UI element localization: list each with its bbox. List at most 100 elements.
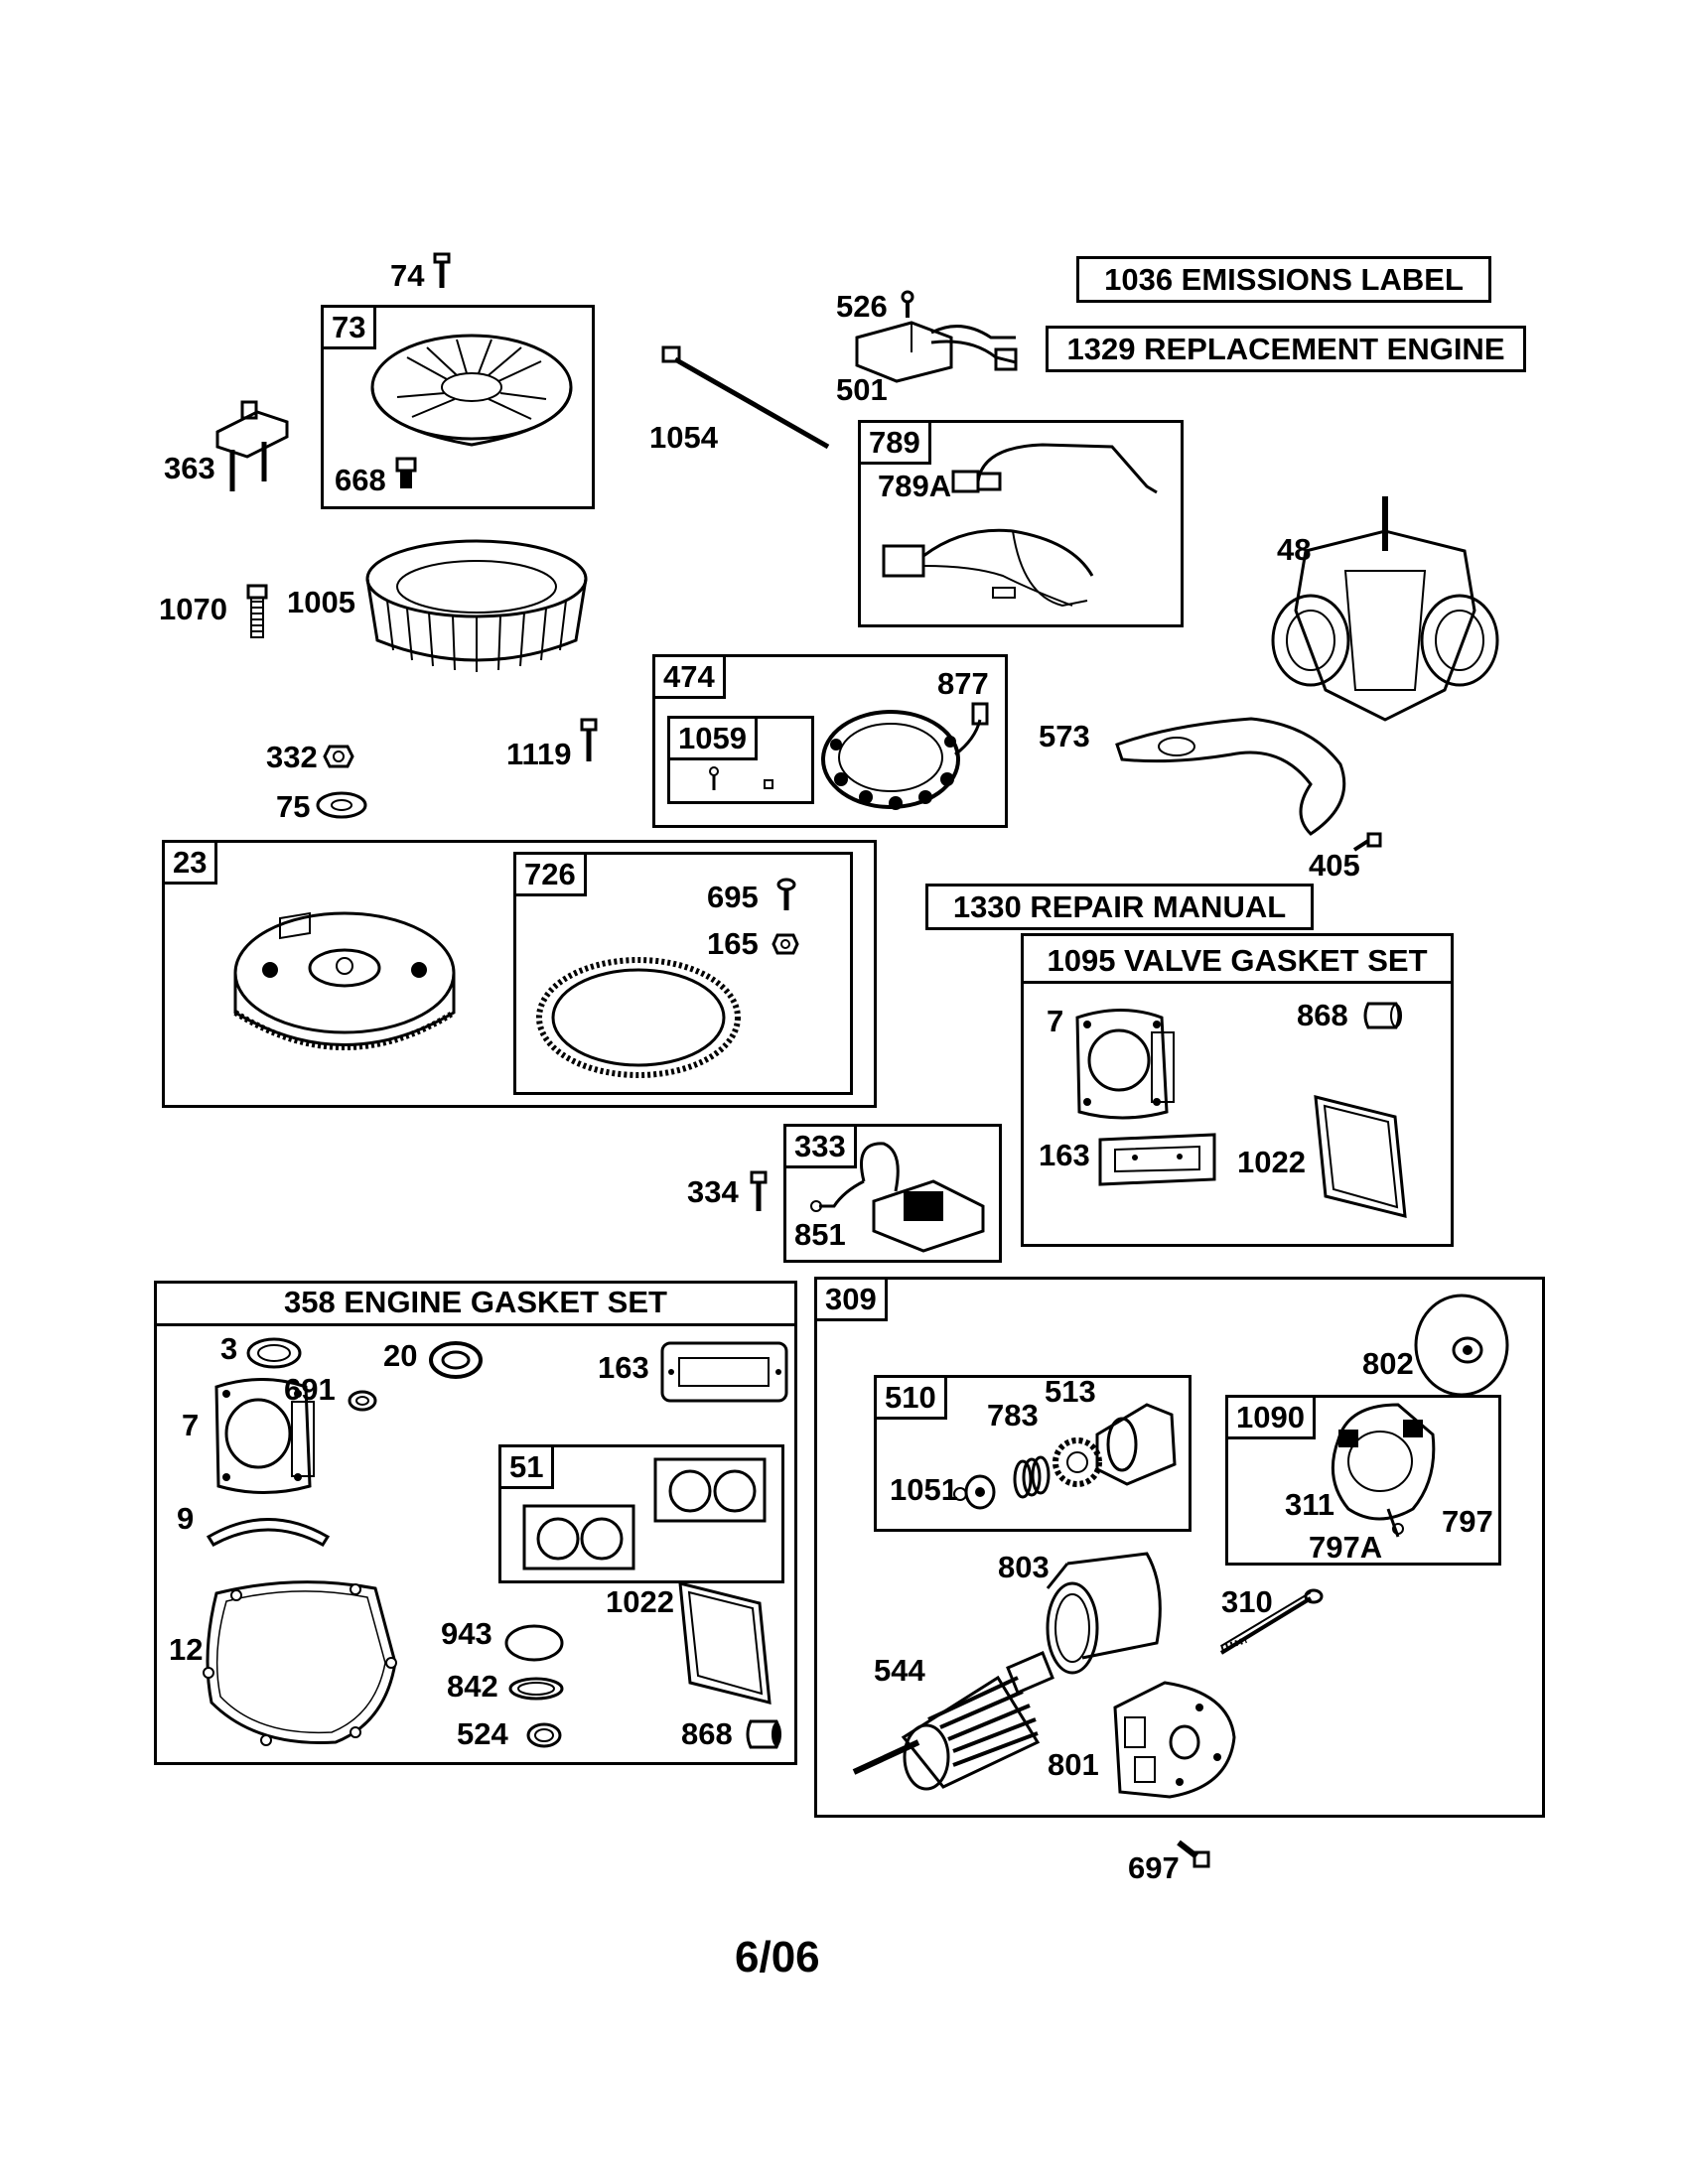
part-label-691: 691 — [284, 1372, 336, 1407]
ring-gear-726-part — [534, 953, 743, 1082]
part-label-695: 695 — [707, 880, 759, 914]
group-box-789 — [858, 420, 1184, 627]
group-tag-1090: 1090 — [1225, 1395, 1316, 1439]
part-label-501: 501 — [836, 372, 888, 407]
screw-668-part — [395, 457, 417, 488]
flywheel-fan-part — [357, 531, 596, 680]
screw-695-part — [777, 879, 795, 912]
group-tag-789: 789 — [858, 420, 931, 465]
air-guide-573-part — [1112, 705, 1360, 844]
screw-405-part — [1352, 832, 1382, 854]
screw-1119-part — [580, 718, 598, 763]
gasket-1022-valve-part — [1311, 1092, 1410, 1221]
part-label-783: 783 — [987, 1398, 1039, 1433]
bolt-1070-part — [246, 584, 268, 639]
brush-holder-1090-part — [1319, 1400, 1443, 1539]
part-label-868-valve: 868 — [1297, 998, 1348, 1032]
group-tag-726: 726 — [513, 852, 587, 896]
gasket-163-eng-part — [659, 1340, 790, 1406]
crankcase-gasket-12-part — [197, 1573, 405, 1747]
group-tag-474: 474 — [652, 654, 726, 699]
part-label-163-eng: 163 — [598, 1350, 649, 1385]
group-tag-73: 73 — [321, 305, 377, 349]
gasket-1022-eng-part — [675, 1578, 774, 1707]
group-box-358 — [154, 1281, 797, 1765]
page-number: 6/06 — [735, 1933, 820, 1981]
part-label-789a: 789A — [878, 469, 952, 503]
oil-seal-20-part — [429, 1340, 484, 1380]
part-label-524: 524 — [457, 1716, 508, 1751]
end-cap-802-part — [1410, 1291, 1514, 1400]
group-box-1090 — [1225, 1395, 1501, 1566]
screw-74-part — [434, 253, 450, 289]
part-label-7-eng: 7 — [182, 1408, 200, 1442]
part-label-334: 334 — [687, 1174, 739, 1209]
group-box-23 — [162, 840, 877, 1108]
part-label-20: 20 — [383, 1338, 418, 1373]
part-label-1119: 1119 — [506, 737, 572, 771]
o-ring-943-part — [504, 1623, 564, 1663]
part-label-802: 802 — [1362, 1346, 1414, 1381]
screw-334-part — [751, 1171, 767, 1213]
part-label-868-eng: 868 — [681, 1716, 733, 1751]
part-label-526: 526 — [836, 289, 888, 324]
crankcase-48-part — [1266, 491, 1504, 730]
part-label-801: 801 — [1048, 1747, 1099, 1782]
screw-kit-1059-part — [707, 766, 776, 792]
part-label-697: 697 — [1128, 1850, 1180, 1885]
head-gasket-7-eng-part — [209, 1372, 318, 1501]
valve-gasket-set-title: 1095 VALVE GASKET SET — [1047, 943, 1428, 978]
part-label-310: 310 — [1221, 1584, 1273, 1619]
part-label-544: 544 — [874, 1653, 925, 1688]
gasket-9-part — [204, 1507, 333, 1549]
group-box-510 — [874, 1375, 1192, 1532]
gasket-163-valve-part — [1095, 1130, 1219, 1189]
replacement-engine-banner: 1329 REPLACEMENT ENGINE — [1046, 326, 1526, 372]
part-label-797a: 797A — [1309, 1530, 1383, 1565]
group-tag-510: 510 — [874, 1375, 947, 1420]
armature-544-part — [849, 1648, 1057, 1777]
part-label-12: 12 — [169, 1632, 204, 1667]
part-label-1022-valve: 1022 — [1237, 1145, 1306, 1179]
part-label-842: 842 — [447, 1669, 498, 1704]
bolt-310-part — [1216, 1588, 1326, 1658]
plug-868-eng-part — [745, 1715, 781, 1753]
repair-manual-banner: 1330 REPAIR MANUAL — [925, 884, 1314, 930]
rectifier-501-part — [852, 308, 1021, 382]
drive-kit-510-part — [948, 1375, 1182, 1519]
tie-strap-1054-part — [663, 347, 832, 452]
part-label-943: 943 — [441, 1616, 492, 1651]
bracket-363-part — [212, 402, 292, 496]
part-label-1022-eng: 1022 — [606, 1584, 674, 1619]
group-box-73 — [321, 305, 595, 509]
group-tag-51: 51 — [498, 1444, 555, 1489]
part-label-163-valve: 163 — [1039, 1138, 1090, 1172]
part-label-311: 311 — [1285, 1487, 1335, 1522]
engine-gasket-set-title: 358 ENGINE GASKET SET — [284, 1285, 667, 1319]
seal-3-part — [246, 1337, 302, 1369]
group-tag-309: 309 — [814, 1277, 888, 1321]
part-label-877: 877 — [937, 666, 989, 701]
wiring-harness-part — [874, 427, 1172, 615]
part-label-797: 797 — [1442, 1504, 1493, 1539]
part-label-363: 363 — [164, 451, 215, 485]
part-label-1005: 1005 — [287, 585, 355, 619]
armature-333-part — [804, 1132, 993, 1256]
part-label-1070: 1070 — [159, 592, 227, 626]
nut-332-part — [324, 745, 353, 768]
emissions-label-banner: 1036 EMISSIONS LABEL — [1076, 256, 1491, 303]
part-label-573: 573 — [1039, 719, 1090, 753]
group-tag-1059: 1059 — [667, 716, 758, 760]
starter-housing-803-part — [1038, 1549, 1172, 1688]
part-label-165: 165 — [707, 926, 759, 961]
part-label-48: 48 — [1277, 532, 1312, 567]
group-box-726 — [513, 852, 853, 1095]
flywheel-23-part — [230, 898, 459, 1082]
screw-697-part — [1175, 1839, 1210, 1868]
stator-877-part — [816, 700, 1000, 810]
part-label-332: 332 — [266, 740, 318, 774]
washer-691-part — [348, 1390, 377, 1412]
part-label-513: 513 — [1045, 1374, 1096, 1409]
engine-gasket-title-rule — [154, 1323, 797, 1326]
